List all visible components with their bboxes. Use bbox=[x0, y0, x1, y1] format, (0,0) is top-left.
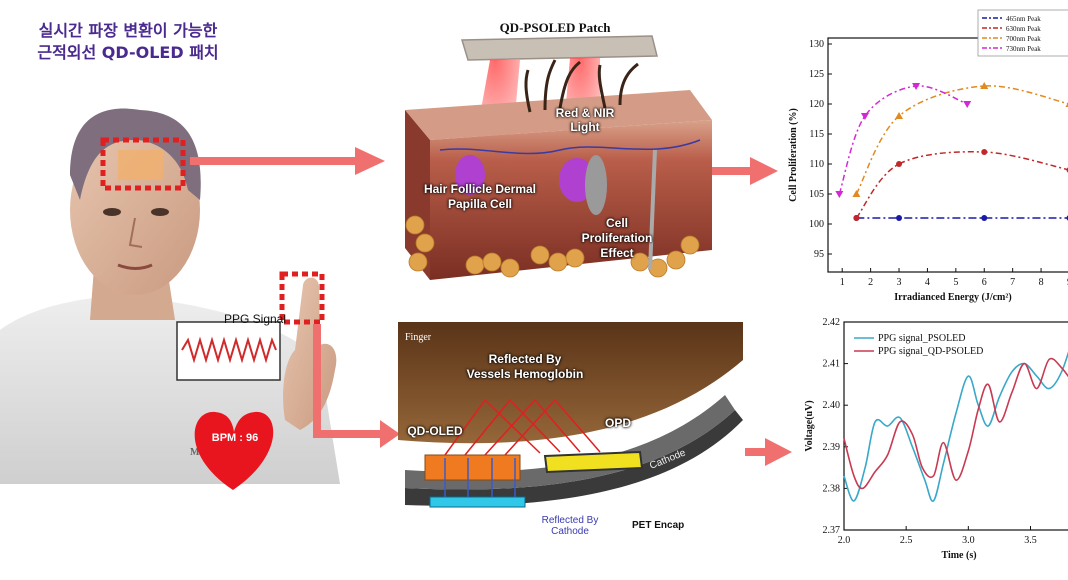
sensor-cross-section bbox=[398, 322, 743, 508]
ppg-signal-label: PPG Signal bbox=[223, 312, 287, 326]
series-line bbox=[855, 85, 1068, 195]
series-line bbox=[843, 351, 1068, 502]
data-point bbox=[860, 113, 869, 120]
x-tick-label: 1 bbox=[840, 277, 845, 288]
x-tick-label: 5 bbox=[953, 277, 958, 288]
arrow-sensor-to-chart bbox=[745, 438, 792, 466]
x-tick-label: 4 bbox=[925, 277, 930, 288]
data-point bbox=[963, 101, 972, 108]
pet-label: PET Encap bbox=[632, 520, 685, 531]
skin-cross-section bbox=[405, 35, 712, 280]
legend-label: 730nm Peak bbox=[1006, 45, 1041, 53]
data-point bbox=[912, 83, 921, 90]
x-axis-label: Time (s) bbox=[941, 550, 976, 561]
reflected-vessels-label: Reflected By Vessels Hemoglobin bbox=[466, 352, 584, 381]
x-tick-label: 2.5 bbox=[900, 535, 913, 546]
follicle-label: Hair Follicle Dermal Papilla Cell bbox=[423, 182, 537, 211]
korean-title: 실시간 파장 변환이 가능한 근적외선 QD-OLED 패치 bbox=[8, 20, 248, 64]
qd-psoled-patch bbox=[460, 35, 658, 61]
y-tick-label: 100 bbox=[809, 219, 824, 230]
heart-icon bbox=[194, 411, 274, 490]
series-line bbox=[843, 357, 1068, 490]
cell-proliferation-chart: 1 2 3 4 5 6 7 8 9 95 100 105 110 115 120 125 130Irradian… bbox=[788, 9, 1068, 303]
x-tick-label: 3.0 bbox=[962, 535, 975, 546]
finger-label: Finger bbox=[405, 332, 432, 343]
series-line bbox=[838, 85, 968, 195]
reflected-cathode-label: Reflected By Cathode bbox=[541, 515, 599, 537]
y-axis-label: Voltage(uV) bbox=[804, 400, 815, 451]
korean-title-line1: 실시간 파장 변환이 가능한 bbox=[38, 21, 218, 40]
data-point bbox=[835, 191, 844, 198]
legend-label: 630nm Peak bbox=[1006, 25, 1041, 33]
legend-label: 465nm Peak bbox=[1006, 15, 1041, 23]
data-point bbox=[895, 112, 904, 119]
finger-highlight-box bbox=[279, 271, 325, 325]
x-tick-label: 3 bbox=[897, 277, 902, 288]
x-tick-label: 6 bbox=[982, 277, 987, 288]
y-tick-label: 2.39 bbox=[823, 442, 841, 453]
data-point bbox=[1065, 102, 1068, 107]
y-tick-label: 130 bbox=[809, 39, 824, 50]
x-tick-label: 9 bbox=[1067, 277, 1068, 288]
legend-label: PPG signal_QD-PSOLED bbox=[878, 346, 983, 357]
data-point bbox=[981, 215, 988, 221]
y-tick-label: 2.42 bbox=[823, 317, 841, 328]
y-tick-label: 120 bbox=[809, 99, 824, 110]
effect-label: Cell Proliferation Effect bbox=[581, 216, 653, 260]
ppg-voltage-chart: 2.0 2.5 3.0 3.5 2.37 2.38 2.39 2.40 2.41 2.42Time… bbox=[804, 317, 1068, 561]
ppg-wave bbox=[181, 336, 277, 364]
y-tick-label: 2.41 bbox=[823, 359, 841, 370]
ppg-signal-box bbox=[176, 321, 281, 381]
x-axis-label: Irradianced Energy (J/cm²) bbox=[894, 292, 1011, 303]
data-point bbox=[980, 82, 989, 89]
legend-label: 700nm Peak bbox=[1006, 35, 1041, 43]
y-tick-label: 2.40 bbox=[823, 400, 841, 411]
legend-label: PPG signal_PSOLED bbox=[878, 333, 966, 344]
arrow-skin-to-chart bbox=[710, 157, 778, 185]
light-label: Red & NIR Light bbox=[555, 106, 615, 134]
y-tick-label: 110 bbox=[809, 159, 824, 170]
arrow-head-to-skin bbox=[190, 147, 385, 175]
y-tick-label: 105 bbox=[809, 189, 824, 200]
y-tick-label: 95 bbox=[814, 249, 824, 260]
plot-area bbox=[827, 37, 1068, 273]
arrow-finger-to-sensor bbox=[313, 324, 400, 448]
x-tick-label: 7 bbox=[1010, 277, 1015, 288]
data-point bbox=[896, 215, 903, 221]
data-point bbox=[852, 190, 861, 197]
y-tick-label: 2.37 bbox=[823, 525, 841, 536]
plot-area bbox=[843, 321, 1068, 531]
x-tick-label: 3.5 bbox=[1024, 535, 1037, 546]
data-point bbox=[896, 161, 903, 167]
y-tick-label: 115 bbox=[809, 129, 824, 140]
x-tick-label: 2.0 bbox=[838, 535, 851, 546]
x-tick-label: 8 bbox=[1039, 277, 1044, 288]
korean-title-line2: 근적외선 QD-OLED 패치 bbox=[37, 43, 219, 62]
opd-label: OPD bbox=[604, 416, 631, 430]
x-tick-label: 2 bbox=[868, 277, 873, 288]
y-tick-label: 2.38 bbox=[823, 483, 841, 494]
data-point bbox=[981, 149, 988, 155]
bpm-label: BPM : 96 bbox=[211, 432, 259, 444]
y-tick-label: 125 bbox=[809, 69, 824, 80]
series-line bbox=[855, 151, 1068, 219]
qdoled-label: QD-OLED bbox=[407, 424, 463, 438]
forehead-highlight-box bbox=[100, 137, 186, 191]
data-point bbox=[853, 215, 860, 221]
patch-label: QD-PSOLED Patch bbox=[500, 20, 612, 35]
y-axis-label: Cell Proliferation (%) bbox=[788, 108, 799, 202]
